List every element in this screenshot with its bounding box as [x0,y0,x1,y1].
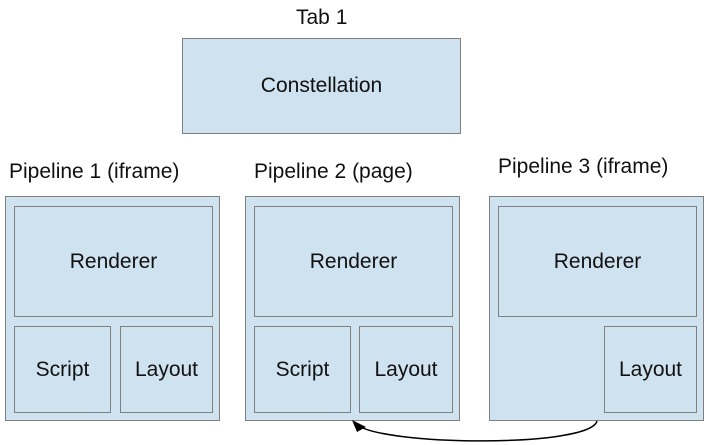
constellation-label-wrap: Constellation [183,39,460,133]
pipeline-2-box: Renderer Script Layout [245,196,460,421]
pipeline-1-box: Renderer Script Layout [5,196,220,421]
pipeline-3-renderer: Renderer [498,206,697,317]
pipeline-1-title: Pipeline 1 (iframe) [9,160,180,183]
pipeline-3-layout: Layout [604,326,697,413]
pipeline-3-layout-label: Layout [618,357,683,381]
pipeline-1-renderer: Renderer [14,206,213,317]
pipeline-2-script-label: Script [275,357,330,381]
arrow-head [352,420,366,432]
constellation-box: Constellation [182,38,461,134]
pipeline-2-renderer-label: Renderer [309,249,398,273]
pipeline-2-layout-label: Layout [374,357,438,381]
arrow-curve [355,420,598,442]
pipeline-1-script: Script [14,326,111,413]
constellation-label: Constellation [260,74,383,97]
pipeline-1-layout-label: Layout [134,357,199,381]
pipeline-2-layout: Layout [359,326,453,413]
pipeline-2-script: Script [254,326,351,413]
tab-title: Tab 1 [296,6,348,29]
pipeline-3-box: Renderer Layout [489,196,704,421]
pipeline-2-title: Pipeline 2 (page) [254,160,413,183]
pipeline-2-renderer: Renderer [254,206,453,317]
pipeline-3-renderer-label: Renderer [553,249,642,273]
pipeline-1-renderer-label: Renderer [69,249,158,273]
pipeline-3-title: Pipeline 3 (iframe) [498,155,669,178]
pipeline-1-layout: Layout [120,326,213,413]
pipeline-1-script-label: Script [35,357,90,381]
